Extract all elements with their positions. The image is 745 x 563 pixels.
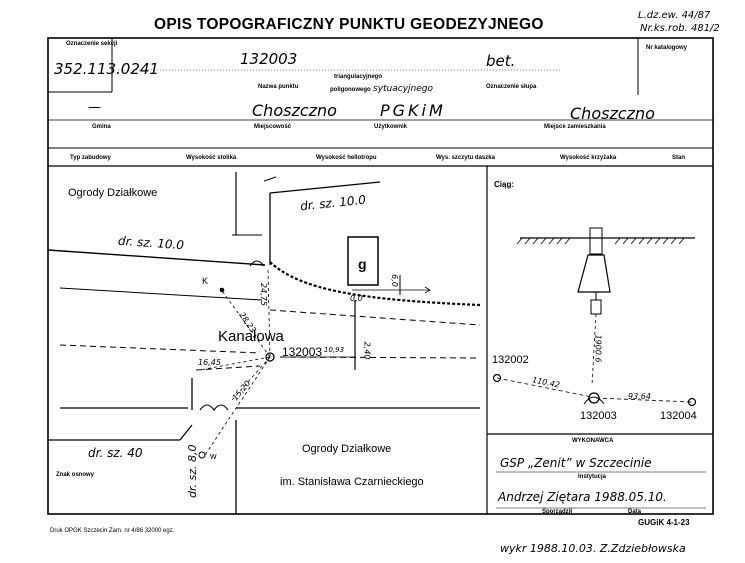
dim-6-0: 6,0	[389, 274, 399, 287]
post-marking: bet.	[486, 52, 516, 70]
nrks-number: Nr.ks.rob. 481/2	[640, 23, 720, 34]
label-ogrody-bottom: Ogrody Działkowe	[302, 443, 392, 455]
data-label: Data	[628, 509, 642, 515]
label-kanalowa: Kanałowa	[218, 328, 284, 345]
ldz-number: L.dz.ew. 44/87	[638, 10, 711, 21]
institution-label: Instytucja	[578, 474, 607, 480]
label-patron: im. Stanisława Czarnieckiego	[280, 476, 424, 488]
point-name-label: Nazwa punktu	[258, 84, 299, 90]
user-value: PGKiM	[380, 101, 446, 120]
print-info: Druk OPGK Szczecin Zam. nr 4/86 32000 eg…	[50, 528, 175, 534]
dim-24-75: 24,75	[258, 283, 268, 306]
label-znak-osnowy: Znak osnowy	[56, 472, 95, 478]
ciag-point-3: 132004	[660, 410, 697, 422]
ciag-dist-2: 93.64	[628, 392, 651, 401]
residence-value: Choszczno	[570, 104, 655, 123]
author-value: Andrzej Ziętara 1988.05.10.	[498, 490, 667, 504]
label-street4: dr. sz. 8,0	[186, 444, 199, 498]
institution-value: GSP „Zenit” w Szczecinie	[500, 456, 652, 470]
label-ogrody-top: Ogrody Działkowe	[68, 187, 158, 199]
type-polyg: poligonowego	[330, 87, 371, 93]
point-label: 132003	[282, 345, 323, 359]
dim-10-93: 10,93	[324, 346, 345, 354]
form-title: OPIS TOPOGRAFICZNY PUNKTU GEODEZYJNEGO	[154, 16, 544, 33]
residence-label: Miejsce zamieszkania	[544, 124, 606, 130]
section-value: 352.113.0241	[54, 60, 159, 78]
gmina-value: —	[88, 100, 101, 115]
col-wys-stolika: Wysokość stolika	[186, 155, 237, 161]
user-label: Użytkownik	[374, 124, 408, 130]
post-label: Oznaczenie słupa	[486, 84, 537, 90]
dim-2-40: 2,40	[362, 341, 372, 360]
dim-0-0: 0,0	[350, 294, 363, 303]
catalog-label: Nr katalogowy	[646, 45, 688, 51]
form-frame	[47, 37, 714, 515]
gmina-label: Gmina	[92, 124, 111, 130]
point-number: 132003	[240, 50, 298, 68]
section-label: Oznaczenie sekcji	[66, 41, 118, 47]
col-wys-krzyzaka: Wysokość krzyżaka	[560, 155, 617, 161]
ciag-point-1: 132002	[492, 354, 529, 366]
col-wys-daszka: Wys. szczytu daszka	[436, 155, 495, 161]
wykonawca-label: WYKONAWCA	[572, 438, 614, 444]
label-street3: dr. sz. 40	[88, 446, 143, 460]
wykr-signature: wykr 1988.10.03. Z.Zdziebłowska	[500, 542, 686, 555]
form-code: GUGiK 4-1-23	[638, 518, 690, 527]
ciag-angle: 1900.6	[593, 334, 603, 363]
col-typ-zabudowy: Typ zabudowy	[70, 155, 111, 161]
label-k: K	[202, 276, 209, 286]
locality-label: Miejscowość	[254, 124, 292, 130]
author-label: Sporządził	[542, 509, 573, 515]
label-w: w	[210, 451, 217, 461]
type-triang: triangulacyjnego	[334, 74, 383, 80]
col-stan: Stan	[672, 155, 686, 161]
col-wys-hellotropu: Wysokość hellotropu	[316, 155, 377, 161]
building-label: g	[358, 256, 367, 272]
locality-value: Choszczno	[252, 101, 337, 120]
dim-16-45: 16,45	[198, 358, 221, 367]
type-syt: sytuacyjnego	[373, 84, 433, 94]
ciag-point-2: 132003	[580, 410, 617, 422]
ciag-label: Ciąg:	[494, 180, 514, 189]
